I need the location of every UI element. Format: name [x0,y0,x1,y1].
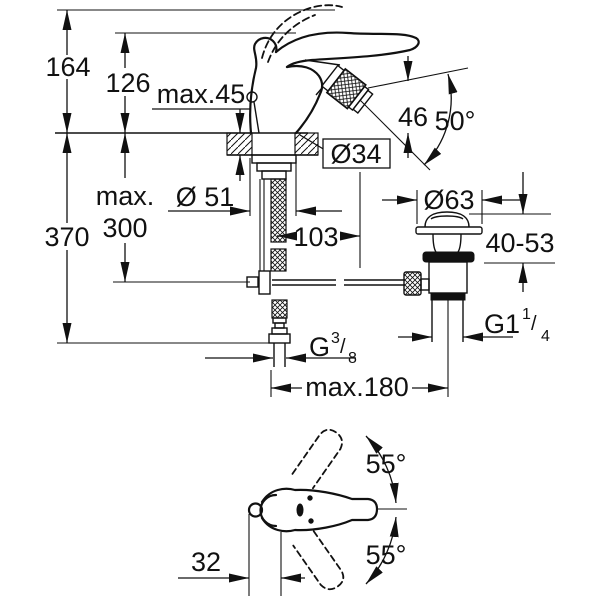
g114-base: G1 [484,309,520,339]
dim-label-max45: max.45 [157,79,246,109]
waste-body [428,261,468,294]
lever-handle [274,31,420,69]
waste-knob-dome [424,211,470,228]
dim-label-46: 46 [398,102,428,132]
dim-label-55-top: 55° [366,449,407,479]
dim-label-max300-line2: 300 [102,213,147,243]
body-right-edge [285,64,324,135]
popup-pull-rod [272,279,404,286]
waste-seal-ring [422,251,475,263]
dim-label-50deg: 50° [435,106,476,136]
dim-label-126: 126 [105,68,150,98]
g38-sub: 8 [348,350,357,367]
rear-knob-circle [247,502,264,518]
g38-sup: 3 [331,330,340,347]
dim-label-32: 32 [191,547,221,577]
deck-section [226,132,319,156]
dim-label-55-bottom: 55° [366,540,407,570]
waste-top-flange [415,226,483,235]
waste-collar [430,292,466,301]
cartridge-arc [259,493,278,528]
popup-waste [403,211,483,397]
faucet-body [246,4,420,135]
side-view: 164 126 max.45 370 max. 300 Ø 51 [44,4,555,402]
dim-label-max180: max.180 [305,372,409,402]
handle-top-view-outline [260,487,379,533]
handle-raised-dashed-inner [267,14,316,63]
dim-label-103: 103 [293,222,338,252]
dim-label-370: 370 [44,222,89,252]
handle-position-down-dashed [292,530,345,591]
hose-nut [268,333,291,344]
outlet-axis-line [359,99,431,171]
shank-and-hoses [246,154,297,367]
dim-label-g114: G1 1 / 4 [484,306,550,345]
dim-label-164: 164 [45,52,90,82]
outlet-plane-line [367,67,469,89]
dim-label-d51: Ø 51 [176,182,235,212]
d34-box [322,138,391,169]
supply-hose [271,299,288,319]
top-view: 55° 55° 32 [178,428,407,596]
g114-slash: / [531,313,537,335]
handle-position-up-dashed [291,428,343,490]
dimensions-side-view: 164 126 max.45 370 max. 300 Ø 51 [44,10,555,402]
g114-sup: 1 [522,306,531,323]
handle-raised-dashed [261,4,343,59]
g114-sub: 4 [541,328,550,345]
g38-slash: / [340,336,346,358]
popup-rod-knob [246,91,258,103]
g38-base: G [309,332,330,362]
dim-label-d63: Ø63 [423,185,474,215]
rod-connector-knob [403,271,422,296]
dim-label-max300-line1: max. [96,181,155,211]
handle-detail-slot [296,503,304,517]
dim-label-40-53: 40-53 [485,228,554,258]
dim-label-g38: G 3 / 8 [309,330,357,367]
threaded-shank [270,178,287,243]
aerator [320,64,374,114]
dim-label-d34: Ø34 [330,139,381,169]
rod-coupling [246,276,259,288]
